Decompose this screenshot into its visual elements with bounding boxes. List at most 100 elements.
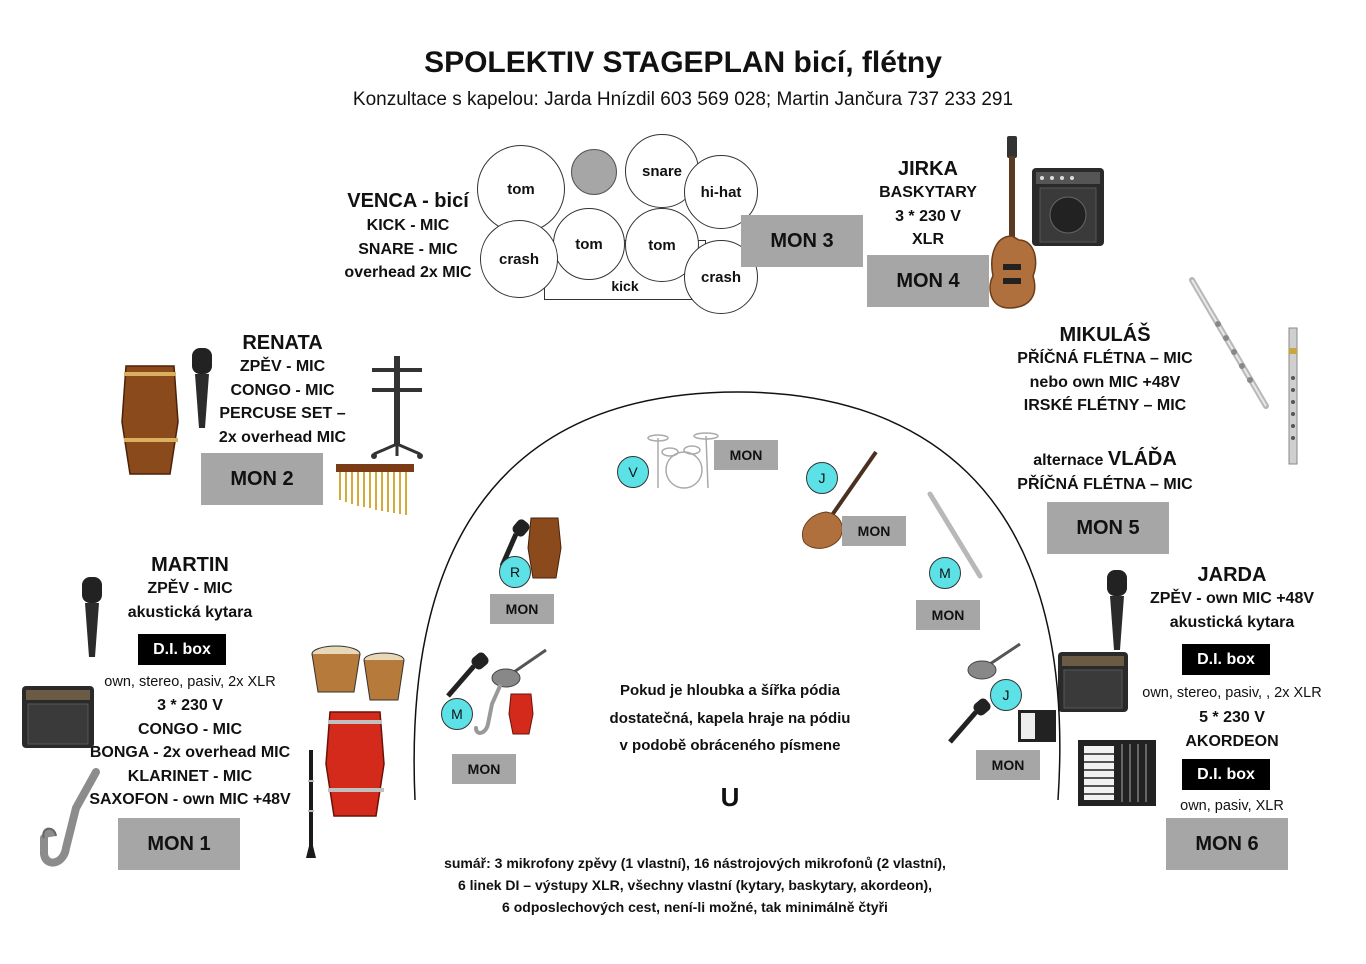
guitar-icon (967, 642, 1021, 680)
tom-drum-2: tom (553, 208, 625, 280)
summary-line: 6 linek DI – výstupy XLR, všechny vlastn… (457, 877, 933, 893)
jarda-di-box-2: D.I. box (1182, 759, 1270, 790)
venca-line: KICK - MIC (366, 217, 450, 234)
martin-line: 3 * 230 V (157, 697, 223, 714)
microphone-icon (1107, 570, 1127, 650)
vlada-block: alternace VLÁĎA PŘÍČNÁ FLÉTNA – MIC (1005, 447, 1205, 497)
cymbal-gray (571, 149, 617, 195)
stage-description-line: dostatečná, kapela hraje na pódiu (609, 709, 851, 727)
microphone-icon (446, 652, 489, 698)
guitar-icon (491, 648, 547, 688)
bass-guitar-icon (989, 136, 1037, 309)
vlada-heading: alternace VLÁĎA (1005, 447, 1205, 473)
conga-icon (527, 517, 562, 579)
drum-kit-icon (647, 432, 719, 489)
mikulas-name: MIKULÁŠ (1059, 324, 1151, 346)
page-title: SPOLEKTIV STAGEPLAN bicí, flétny (424, 46, 942, 79)
stage-marker-m1: M (441, 698, 473, 730)
crash-cymbal-2: crash (684, 240, 758, 314)
renata-block: RENATA ZPĚV - MIC CONGO - MIC PERCUSE SE… (200, 331, 365, 449)
amplifier-icon (1058, 652, 1128, 712)
conga-icon (508, 693, 534, 735)
martin-name: MARTIN (151, 554, 229, 576)
tom-drum-1: tom (477, 145, 565, 233)
renata-line: 2x overhead MIC (218, 428, 347, 446)
stage-monitor-jirka: MON (842, 516, 906, 546)
venca-line: SNARE - MIC (358, 240, 458, 258)
microphone-icon (948, 698, 991, 744)
venca-line: overhead 2x MIC (344, 264, 472, 281)
mikulas-line: nebo own MIC +48V (1029, 373, 1181, 391)
accordion-icon (1018, 710, 1056, 742)
stage-marker-v: V (617, 456, 649, 488)
crash-cymbal-1: crash (480, 220, 558, 298)
martin-line: akustická kytara (127, 603, 253, 621)
mikulas-line: PŘÍČNÁ FLÉTNA – MIC (1017, 350, 1193, 367)
jarda-line: AKORDEON (1185, 732, 1279, 750)
stage-monitor-mikulas: MON (916, 600, 980, 630)
microphone-icon (82, 577, 102, 657)
conga-icon (121, 365, 179, 475)
saxophone-icon (40, 768, 100, 867)
venca-name: VENCA - bicí (347, 190, 469, 212)
vlada-line: PŘÍČNÁ FLÉTNA – MIC (1017, 476, 1193, 493)
jarda-di-note-2: own, pasiv, XLR (1180, 798, 1284, 814)
renata-name: RENATA (242, 332, 323, 354)
vlada-name: VLÁĎA (1107, 448, 1177, 470)
monitor-3: MON 3 (741, 215, 863, 267)
summary-line: sumář: 3 mikrofony zpěvy (1 vlastní), 16… (444, 855, 946, 871)
conga-icon (325, 711, 385, 817)
bass-guitar-icon (802, 450, 878, 549)
monitor-2: MON 2 (201, 453, 323, 505)
stage-monitor-jarda: MON (976, 750, 1040, 780)
microphone-icon (192, 348, 212, 428)
monitor-4: MON 4 (867, 255, 989, 307)
martin-line: KLARINET - MIC (127, 767, 253, 785)
vlada-prefix: alternace (1033, 452, 1108, 469)
amplifier-icon (1032, 168, 1104, 246)
stage-monitor-renata: MON (490, 594, 554, 624)
stage-marker-j1: J (806, 462, 838, 494)
stage-description: Pokud je hloubka a šířka pódia dostatečn… (560, 677, 900, 760)
chimes-icon (336, 464, 414, 515)
jirka-line: BASKYTARY (879, 184, 977, 201)
martin-block-bottom: 3 * 230 V CONGO - MIC BONGA - 2x overhea… (70, 694, 310, 812)
martin-line: BONGA - 2x overhead MIC (89, 744, 291, 761)
jarda-block-top: JARDA ZPĚV - own MIC +48V akustická kyta… (1132, 563, 1332, 634)
flute-icon (927, 491, 983, 579)
stage-marker-m2: M (929, 557, 961, 589)
accordion-icon (1078, 740, 1156, 806)
kick-label: kick (611, 278, 639, 294)
martin-line: SAXOFON - own MIC +48V (89, 791, 291, 808)
martin-di-box: D.I. box (138, 634, 226, 665)
jarda-name: JARDA (1197, 564, 1267, 586)
stage-letter-u: U (720, 782, 740, 812)
flute-icon (1288, 327, 1298, 465)
monitor-5: MON 5 (1047, 502, 1169, 554)
jarda-line: akustická kytara (1169, 613, 1295, 631)
stage-description-line: Pokud je hloubka a šířka pódia (619, 682, 841, 699)
mikulas-block: MIKULÁŠ PŘÍČNÁ FLÉTNA – MIC nebo own MIC… (1005, 323, 1205, 418)
martin-di-note: own, stereo, pasiv, 2x XLR (104, 674, 276, 690)
summary: sumář: 3 mikrofony zpěvy (1 vlastní), 16… (380, 852, 1010, 918)
venca-block: VENCA - bicí KICK - MIC SNARE - MIC over… (330, 188, 486, 285)
renata-line: CONGO - MIC (230, 381, 335, 399)
martin-block-top: MARTIN ZPĚV - MIC akustická kytara (110, 553, 270, 624)
monitor-6: MON 6 (1166, 818, 1288, 870)
amplifier-icon (22, 686, 94, 748)
mikulas-line: IRSKÉ FLÉTNY – MIC (1023, 397, 1187, 414)
saxophone-icon (474, 684, 502, 735)
martin-line: CONGO - MIC (138, 720, 242, 738)
jarda-di-box-1: D.I. box (1182, 644, 1270, 675)
stage-description-line: v podobě obráceného písmene (619, 737, 841, 754)
summary-line: 6 odposlechových cest, není-li možné, ta… (502, 899, 888, 915)
stand-icon (371, 356, 423, 459)
jirka-line: 3 * 230 V (895, 207, 961, 225)
jirka-block: JIRKA BASKYTARY 3 * 230 V XLR (868, 157, 988, 252)
jarda-block-mid: 5 * 230 V AKORDEON (1132, 706, 1332, 753)
stage-monitor-martin: MON (452, 754, 516, 784)
jirka-line: XLR (912, 231, 944, 248)
jirka-name: JIRKA (897, 158, 958, 180)
monitor-1: MON 1 (118, 818, 240, 870)
